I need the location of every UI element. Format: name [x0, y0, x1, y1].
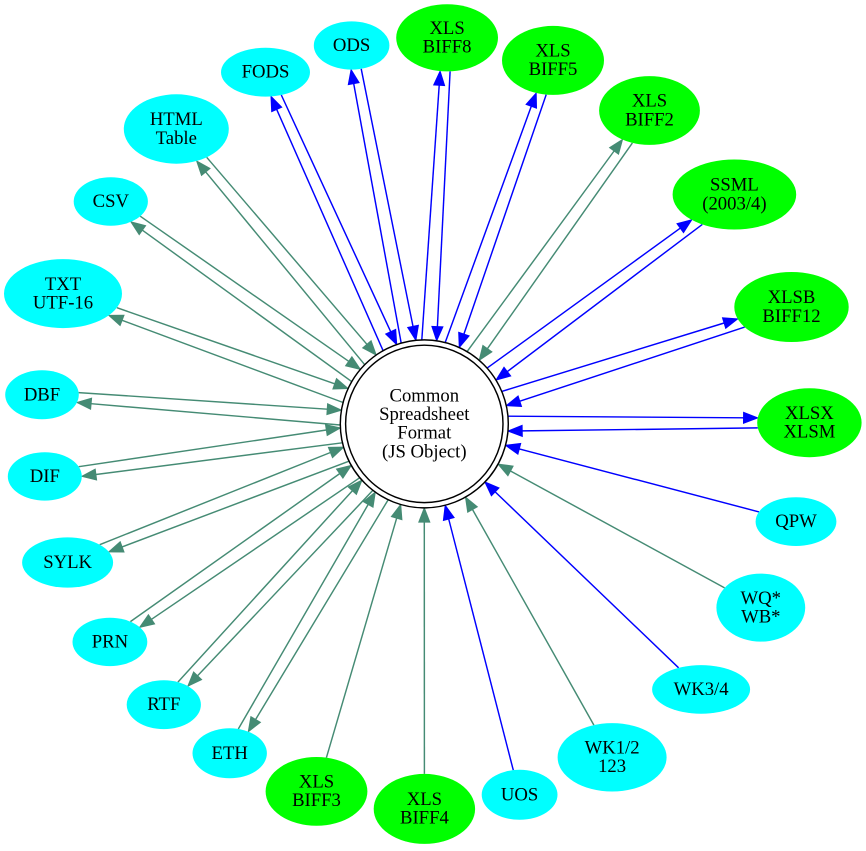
svg-text:DIF: DIF [30, 466, 60, 487]
svg-text:(2003/4): (2003/4) [702, 193, 766, 214]
svg-text:BIFF12: BIFF12 [762, 306, 820, 327]
svg-text:WB*: WB* [741, 606, 780, 627]
svg-text:SYLK: SYLK [43, 552, 92, 573]
svg-text:ODS: ODS [333, 35, 370, 56]
svg-text:(JS Object): (JS Object) [382, 441, 467, 462]
svg-text:BIFF2: BIFF2 [625, 109, 674, 130]
svg-text:XLSM: XLSM [783, 422, 835, 443]
svg-text:BIFF3: BIFF3 [292, 790, 341, 811]
svg-text:BIFF4: BIFF4 [400, 808, 449, 829]
svg-text:DBF: DBF [24, 384, 60, 405]
svg-text:CSV: CSV [93, 191, 130, 212]
svg-text:Table: Table [156, 128, 197, 149]
svg-text:QPW: QPW [775, 511, 817, 532]
svg-text:UTF-16: UTF-16 [33, 292, 93, 313]
svg-text:ETH: ETH [212, 743, 248, 764]
svg-text:123: 123 [598, 756, 626, 777]
svg-text:PRN: PRN [92, 631, 129, 652]
svg-text:WK3/4: WK3/4 [674, 679, 730, 700]
svg-text:FODS: FODS [242, 62, 290, 83]
svg-text:UOS: UOS [501, 784, 538, 805]
svg-text:BIFF8: BIFF8 [423, 37, 472, 58]
svg-text:BIFF5: BIFF5 [529, 59, 578, 80]
svg-text:RTF: RTF [147, 694, 180, 715]
